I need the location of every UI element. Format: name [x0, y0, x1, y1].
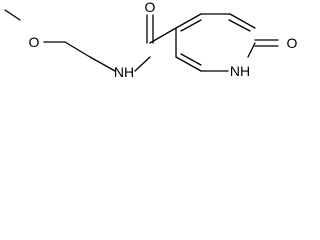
ring-bond-c6-n: [247, 42, 256, 58]
ring-bond-c5-c6-inner: [228, 19, 251, 32]
ring-bond-c5-c6: [229, 13, 256, 29]
ring-bond-c2-c3-inner: [180, 53, 202, 66]
methoxy-oxygen-label: O: [29, 34, 40, 50]
carbonyl-oxygen-label: O: [145, 0, 156, 15]
bond-ch2-ch2: [64, 41, 91, 58]
ring-bond-c2-c3: [175, 56, 202, 72]
amide-nitrogen-label: NH: [114, 64, 134, 80]
ring-bond-c3-c4-inner: [180, 19, 202, 32]
chemical-structure: O NH O NH O: [4, 0, 298, 80]
bond-carbonyl-ring: [149, 27, 177, 44]
ring-carbonyl-oxygen-label: O: [287, 35, 298, 51]
bond-nh-carbonyl: [134, 56, 151, 72]
ring-nitrogen-label: NH: [230, 63, 250, 79]
bond-methyl-o: [4, 9, 21, 21]
bond-ch2-nh: [89, 56, 116, 72]
ring-bond-c3-c4: [175, 13, 202, 29]
